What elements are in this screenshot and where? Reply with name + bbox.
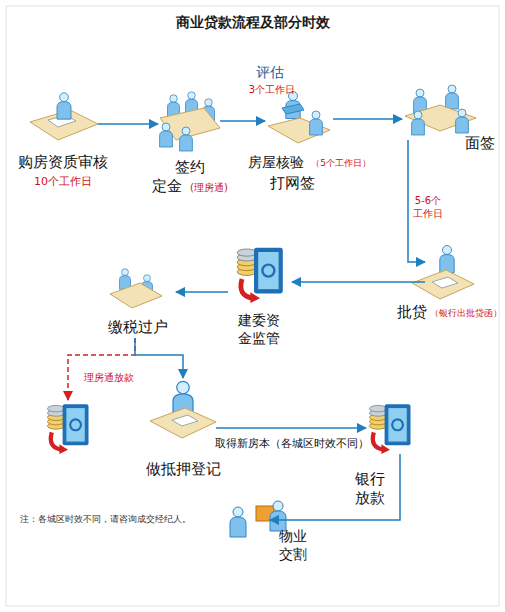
step-label: 打网签 (262, 174, 322, 193)
step-label: 建委资 金监管 (234, 312, 284, 347)
step-label: 评估 (245, 64, 295, 82)
flow-arrow (176, 291, 228, 293)
flow-arrow (135, 338, 183, 378)
diagram-title: 商业贷款流程及部分时效 (0, 14, 505, 32)
process-step: 银行 放款 (366, 400, 414, 454)
process-step: 建委资 金监管 (228, 243, 292, 303)
flow-arrow (216, 427, 366, 429)
step-label: 批贷 (396, 303, 428, 322)
flow-arrow (333, 118, 402, 120)
step-label: 3个工作日 (237, 84, 307, 97)
step-label: 签约 (145, 158, 235, 177)
process-step: 评估3个工作日房屋核验（5个工作日）打网签 (265, 90, 333, 146)
process-step: 物业 交割 (226, 488, 270, 550)
step-label: 缴税过户 (100, 318, 176, 337)
step-label: 银行 放款 (351, 470, 389, 508)
process-step: 购房资质审核10个工作日 (28, 92, 98, 142)
edge-label: 5-6个 工作日 (410, 195, 446, 220)
step-label: 物业 交割 (276, 528, 310, 563)
step-label: 10个工作日 (13, 175, 113, 189)
process-step: 做抵押登记 (150, 378, 216, 442)
step-label: 面签 (462, 134, 498, 153)
step-label: (理房通) (184, 182, 234, 195)
note-text: 注：各城区时效不同，请咨询成交经纪人。 (20, 514, 250, 525)
flow-arrow (292, 281, 425, 283)
flow-arrow (98, 123, 158, 125)
step-label: （银行出批贷函） (428, 308, 504, 319)
step-label: （5个工作日） (306, 158, 376, 169)
edge-label: 取得新房本（各城区时效不同） (214, 437, 370, 451)
step-label: 购房资质审核 (13, 153, 113, 172)
process-step: 批贷（银行出批贷函） (425, 238, 475, 300)
process-step: 理房通放款 (40, 400, 96, 454)
step-label: 定金 (150, 177, 184, 196)
process-step: 签约定金(理房通) (158, 92, 220, 150)
step-label: 房屋核验 (244, 154, 308, 172)
step-label: 做抵押登记 (143, 460, 223, 479)
flow-arrow (270, 454, 400, 520)
process-step: 面签 (402, 82, 476, 140)
step-label: 理房通放款 (74, 372, 144, 385)
flow-arrow (220, 120, 265, 122)
process-step: 缴税过户 (100, 266, 176, 338)
dashed-arrow (68, 338, 135, 400)
